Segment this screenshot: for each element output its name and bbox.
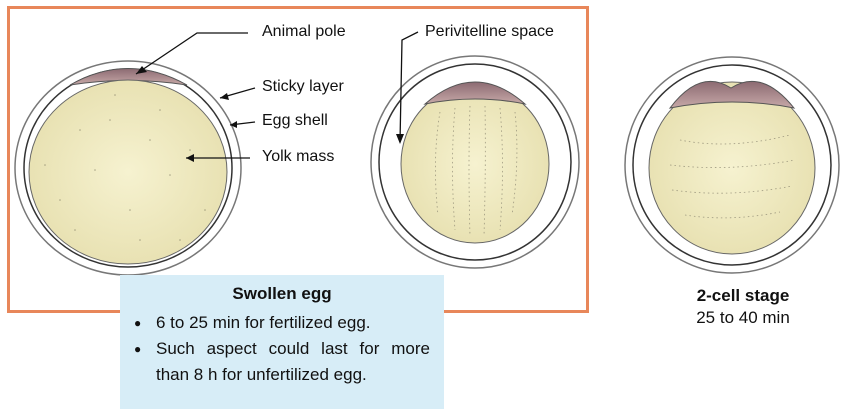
bullet-unfertilized: Such aspect could last for more than 8 h… xyxy=(134,336,430,388)
bullet-fertilized: 6 to 25 min for fertilized egg. xyxy=(134,310,430,336)
two-cell-title: 2-cell stage xyxy=(648,286,838,306)
label-egg-shell: Egg shell xyxy=(262,112,328,130)
swollen-egg-bullets: 6 to 25 min for fertilized egg. Such asp… xyxy=(134,310,430,388)
label-perivitelline-space: Perivitelline space xyxy=(425,23,554,41)
egg-3 xyxy=(625,57,839,273)
label-animal-pole: Animal pole xyxy=(262,23,346,41)
two-cell-time: 25 to 40 min xyxy=(648,308,838,328)
swollen-egg-caption: Swollen egg 6 to 25 min for fertilized e… xyxy=(120,275,444,409)
egg-3-yolk-mass xyxy=(649,82,815,254)
label-sticky-layer: Sticky layer xyxy=(262,78,344,96)
label-yolk-mass: Yolk mass xyxy=(262,148,334,166)
swollen-egg-title: Swollen egg xyxy=(134,284,430,304)
two-cell-caption: 2-cell stage 25 to 40 min xyxy=(648,286,838,328)
